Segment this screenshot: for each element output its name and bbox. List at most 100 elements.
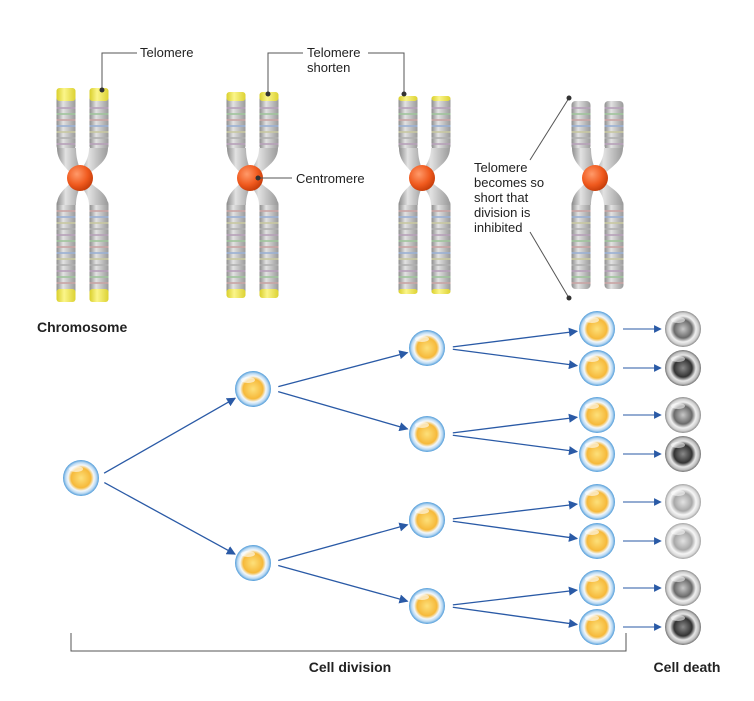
telomere-shorten-dot-1 <box>265 91 271 97</box>
daughter-cell-gen1 <box>235 545 271 581</box>
chromosome-band <box>89 137 109 139</box>
chromosome-band <box>571 131 591 133</box>
dead-cell <box>665 570 701 606</box>
chromosome-band <box>226 125 246 127</box>
division-arrow <box>452 586 579 606</box>
division-arrow <box>452 520 579 542</box>
chromosome-band <box>431 240 451 242</box>
division-arrow <box>277 390 409 432</box>
cell-division-label: Cell division <box>309 659 391 675</box>
chromosome-band <box>226 264 246 266</box>
chromosome-band <box>604 228 624 230</box>
chromosome-band <box>398 252 418 254</box>
chromatid-upper-arm <box>431 96 451 150</box>
chromosome-band <box>89 240 109 242</box>
chromosome-band <box>431 143 451 145</box>
inhibited-label-line4: division is <box>474 205 531 220</box>
telomere-bottom <box>398 289 418 294</box>
chromosome-band <box>56 137 76 139</box>
chromosome-band <box>56 252 76 254</box>
daughter-cell-gen3 <box>579 570 615 606</box>
chromosome-band <box>89 246 109 248</box>
daughter-cell-gen3-highlight <box>585 576 599 582</box>
dead-cell <box>665 484 701 520</box>
telomere-shorten-dot-2 <box>401 91 407 97</box>
chromosome-band <box>398 113 418 115</box>
division-arrow <box>452 413 579 434</box>
chromosome-band <box>259 137 279 139</box>
chromosome-band <box>571 143 591 145</box>
chromosome-band <box>398 234 418 236</box>
chromosome-band <box>89 107 109 109</box>
telomere-top <box>431 96 451 101</box>
chromatid-lower-arm <box>259 200 279 298</box>
daughter-cell-gen3 <box>579 311 615 347</box>
chromosome-band <box>259 210 279 212</box>
chromosome-band <box>226 234 246 236</box>
dead-cell-highlight <box>671 576 685 582</box>
dead-cell-highlight <box>671 529 685 535</box>
chromosome-band <box>571 210 591 212</box>
daughter-cell-gen1-highlight <box>241 377 255 383</box>
chromosome-stage-1 <box>56 88 109 302</box>
dead-cell-highlight <box>671 317 685 323</box>
telomere-top <box>259 92 279 101</box>
chromosome-band <box>604 234 624 236</box>
chromosome-band <box>89 276 109 278</box>
chromosome-band <box>571 107 591 109</box>
daughter-cell-gen3-highlight <box>585 490 599 496</box>
division-arrow <box>278 350 409 388</box>
centromere-label: Centromere <box>296 171 365 186</box>
chromosome-band <box>398 137 418 139</box>
chromosome-band <box>604 107 624 109</box>
chromatid-lower-arm <box>604 200 624 289</box>
cell-death-label: Cell death <box>654 659 721 675</box>
telomere-bottom <box>226 289 246 298</box>
division-arrow <box>103 482 236 555</box>
chromosome-band <box>89 270 109 272</box>
inhibited-label-line5: inhibited <box>474 220 522 235</box>
chromosome-band <box>398 264 418 266</box>
division-arrow <box>452 434 579 456</box>
chromosome-band <box>604 282 624 284</box>
chromosome-band <box>571 228 591 230</box>
chromatid-lower-arm <box>226 200 246 298</box>
chromosome-band <box>259 264 279 266</box>
chromosome-band <box>604 143 624 145</box>
daughter-cell-gen1 <box>235 371 271 407</box>
inhibited-label-line3: short that <box>474 190 529 205</box>
chromosome-stage-2 <box>226 92 279 298</box>
chromosome-band <box>56 258 76 260</box>
chromosome-band <box>259 252 279 254</box>
telomere-label: Telomere <box>140 45 193 60</box>
chromosome-band <box>604 276 624 278</box>
chromosome-band <box>431 276 451 278</box>
chromosome-band <box>89 228 109 230</box>
chromatid-junction-left <box>399 148 424 205</box>
chromosome-band <box>571 252 591 254</box>
division-arrow <box>452 348 579 370</box>
dead-cell <box>665 523 701 559</box>
telomere-bottom <box>56 289 76 302</box>
chromosome-band <box>56 125 76 127</box>
division-arrow <box>278 564 409 604</box>
chromosome-band <box>571 258 591 260</box>
telomere-bottom <box>431 289 451 294</box>
chromosome-band <box>398 131 418 133</box>
parent-cell <box>63 460 99 496</box>
chromosome-band <box>226 216 246 218</box>
chromosome-band <box>56 234 76 236</box>
dead-cell <box>665 311 701 347</box>
chromosome-band <box>56 228 76 230</box>
centromere <box>237 165 263 191</box>
chromosome-band <box>56 264 76 266</box>
inhibited-label-line2: becomes so <box>474 175 544 190</box>
chromosome-band <box>398 276 418 278</box>
daughter-cell-gen2 <box>409 588 445 624</box>
chromosome-band <box>398 107 418 109</box>
chromosome-band <box>571 282 591 284</box>
chromatid-lower-arm <box>56 200 76 302</box>
chromosome-band <box>56 246 76 248</box>
chromosome-band <box>89 216 109 218</box>
daughter-cell-gen2 <box>409 502 445 538</box>
